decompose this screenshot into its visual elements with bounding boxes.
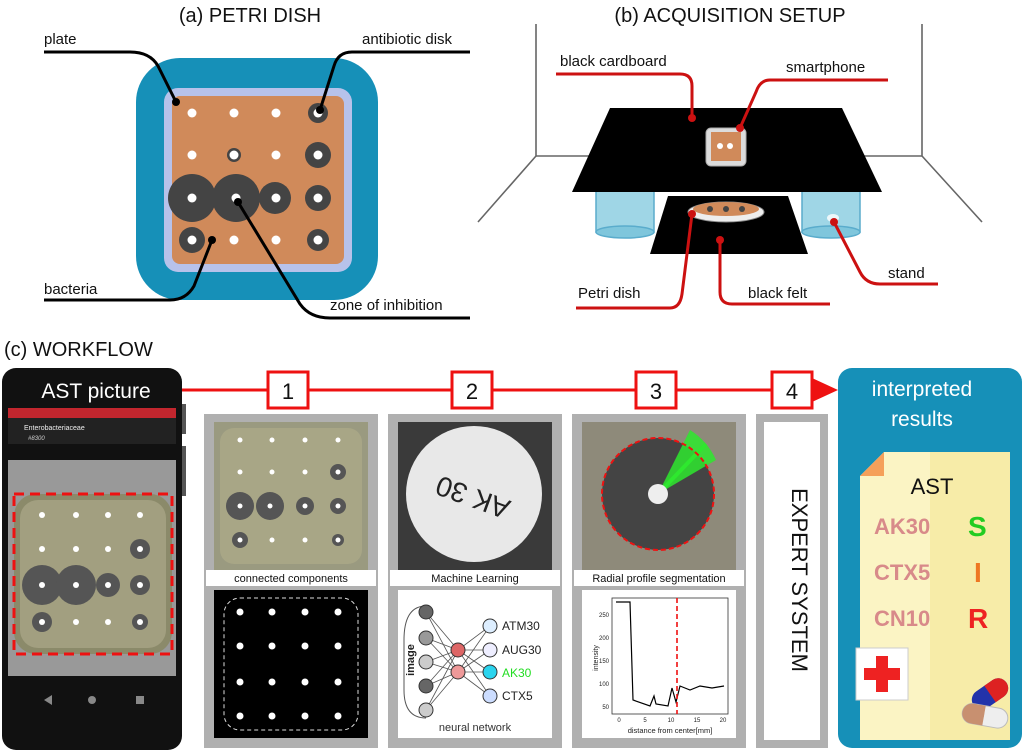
step1-caption: connected components [234, 573, 348, 585]
step-number: 3 [650, 379, 662, 404]
result-antibiotic: AK30 [874, 514, 930, 539]
smartphone-illustration [705, 127, 747, 167]
step-number-box [266, 370, 310, 410]
nn-output-label: AUG30 [502, 643, 542, 657]
step1-caption-bg [206, 570, 376, 586]
x-tick: 0 [617, 718, 621, 724]
phone-status-bar [8, 408, 176, 418]
label-petri-dish: Petri dish [578, 285, 641, 302]
medical-cross-icon [855, 647, 909, 701]
phone-app-header [8, 418, 176, 444]
step-number: 1 [282, 379, 294, 404]
leader-dot [736, 124, 744, 132]
expert-system-label: EXPERT SYSTEM [787, 488, 812, 672]
x-tick: 20 [720, 718, 727, 724]
results-heading: AST [911, 474, 954, 499]
nn-output-label: CTX5 [502, 689, 533, 703]
ast-picture-banner [14, 372, 178, 406]
results-title-line2: results [891, 408, 953, 431]
petri-dish-small [687, 201, 765, 223]
y-tick: 50 [602, 705, 609, 711]
step3-caption-bg [574, 570, 744, 586]
x-tick: 10 [668, 718, 675, 724]
step-number-box [450, 370, 494, 410]
y-tick: 100 [599, 682, 610, 688]
agar-plate [172, 96, 344, 264]
step-number-box [770, 370, 814, 410]
stand-left [595, 185, 655, 239]
y-tick: 150 [599, 659, 610, 665]
result-antibiotic: CTX5 [874, 560, 930, 585]
leader-dot [830, 218, 838, 226]
step2-caption: Machine Learning [431, 573, 518, 585]
label-black-felt: black felt [748, 285, 808, 302]
antibiotic-disk-closeup [406, 426, 542, 562]
x-tick: 15 [694, 718, 701, 724]
leader-dot [234, 198, 242, 206]
home-nav-icon[interactable] [88, 696, 96, 704]
leader-dot [688, 114, 696, 122]
y-tick: 200 [599, 636, 610, 642]
plot-xlabel: distance from center[mm] [628, 726, 713, 735]
step2-caption-bg [390, 570, 560, 586]
nn-output-label: ATM30 [502, 619, 540, 633]
phone-sample-id: #8300 [28, 436, 45, 442]
label-bacteria: bacteria [44, 281, 98, 298]
leader-dot [208, 236, 216, 244]
ast-picture-label: AST picture [41, 380, 150, 403]
nn-input-label: image [405, 644, 417, 676]
neural-network-diagram [403, 604, 498, 719]
nn-caption: neural network [439, 722, 512, 734]
panel-c-title: (c) WORKFLOW [4, 339, 153, 361]
y-tick: 250 [599, 613, 610, 619]
leader-lines [44, 50, 470, 320]
result-category: S [968, 511, 987, 542]
label-stand: stand [888, 265, 925, 282]
pills-icon [961, 678, 1009, 729]
plot-axes [611, 597, 729, 715]
acquisition-setup-illustration [477, 24, 983, 310]
plot-ylabel: intensity [593, 645, 600, 671]
setup-leader-lines [556, 72, 938, 310]
nn-output-label-highlight: AK30 [502, 666, 532, 680]
result-category: R [968, 603, 988, 634]
label-black-cardboard: black cardboard [560, 53, 667, 70]
workflow-arrowhead [812, 378, 838, 402]
boundary-circle [601, 437, 715, 551]
recents-nav-icon[interactable] [136, 696, 144, 704]
antibiotic-disks [187, 108, 323, 245]
back-nav-icon[interactable] [44, 695, 52, 705]
result-category: I [974, 557, 982, 588]
label-zone-of-inhibition: zone of inhibition [330, 297, 443, 314]
step-number-box [634, 370, 678, 410]
leader-dot [172, 98, 180, 106]
label-plate: plate [44, 31, 77, 48]
label-antibiotic-disk: antibiotic disk [362, 31, 453, 48]
label-smartphone: smartphone [786, 59, 865, 76]
phone-organism: Enterobacteriaceae [24, 425, 85, 432]
step-number: 4 [786, 379, 798, 404]
step-number: 2 [466, 379, 478, 404]
stand-right [801, 185, 861, 239]
panel-b-title: (b) ACQUISITION SETUP [614, 5, 845, 27]
panel-a-title: (a) PETRI DISH [179, 5, 321, 27]
room-lines [477, 24, 983, 223]
leader-dot [316, 106, 324, 114]
leader-dot [716, 236, 724, 244]
results-title-line1: interpreted [872, 378, 972, 401]
radial-profile-plot [582, 590, 736, 738]
component-blobs [236, 608, 342, 720]
x-tick: 5 [643, 718, 647, 724]
leader-dot [688, 210, 696, 218]
phone-mockup: Enterobacteriaceae #8300 [2, 368, 186, 750]
step3-caption: Radial profile segmentation [592, 573, 725, 585]
intensity-profile [616, 601, 725, 707]
result-antibiotic: CN10 [874, 606, 930, 631]
expert-system-box [764, 422, 820, 740]
petri-dish-illustration [44, 50, 470, 320]
